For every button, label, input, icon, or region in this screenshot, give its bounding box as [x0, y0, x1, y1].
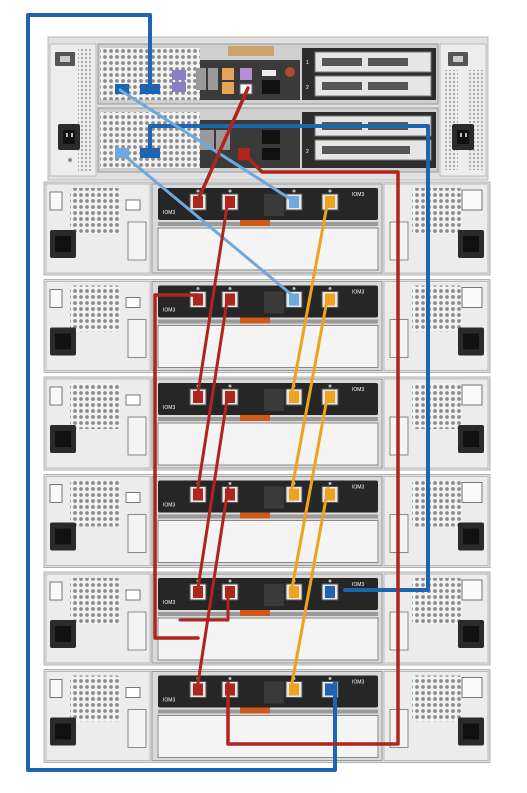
iom-label: IOM3: [352, 485, 364, 491]
right-ear-psu: [439, 43, 487, 177]
sas-cable-orange: [290, 293, 330, 490]
iom-label: IOM3: [352, 387, 364, 393]
power-supply-icon: [45, 378, 151, 469]
sas-cable-orange: [290, 391, 330, 590]
sas-cable-light-blue: [118, 150, 294, 297]
sas-cable-orange: [290, 198, 330, 395]
power-inlet-icon: [58, 124, 80, 150]
sas-cable-blue: [26, 13, 337, 772]
sas-cable-red: [153, 293, 200, 640]
controller-module-a: 1 2: [97, 43, 439, 105]
iom-label: IOM3: [163, 308, 175, 314]
power-supply-icon: [45, 476, 151, 566]
power-supply-icon: [45, 573, 151, 664]
iom-label: IOM3: [163, 698, 175, 704]
controller-chassis: 1 2 1 2: [47, 36, 489, 181]
sas-cable-red: [196, 293, 230, 490]
power-inlet-icon: [452, 124, 474, 150]
left-ear-psu: [49, 43, 97, 177]
controller-module-b: 1 2: [97, 107, 439, 173]
iom-label: IOM3: [352, 680, 364, 686]
sas-cable-blue: [148, 124, 430, 592]
sas-cable-orange: [290, 486, 330, 685]
iom-label: IOM3: [163, 210, 175, 216]
iom-label: IOM3: [352, 582, 364, 588]
sas-cable-light-blue: [118, 88, 294, 202]
power-supply-icon: [383, 281, 489, 371]
slot-label: 1: [306, 60, 309, 66]
sas-cable-red: [196, 86, 250, 202]
sas-cable-red: [178, 586, 230, 622]
sas-port-icon[interactable]: [115, 84, 129, 94]
disk-shelves: IOM3IOM3IOM3IOM3IOM3IOM3IOM3IOM3IOM3IOM3…: [43, 181, 491, 763]
slot-label: 2: [306, 149, 309, 155]
iom-label: IOM3: [352, 192, 364, 198]
sas-cable-red: [196, 391, 230, 590]
power-supply-icon: [45, 281, 151, 371]
iom-label: IOM3: [163, 405, 175, 411]
iom-label: IOM3: [163, 503, 175, 509]
sas-cable-red: [226, 152, 400, 746]
power-supply-icon: [383, 476, 489, 566]
power-supply-icon: [45, 671, 151, 761]
sas-cable-red: [196, 486, 230, 685]
power-supply-icon: [383, 671, 489, 761]
slot-label: 2: [306, 85, 309, 91]
iom-label: IOM3: [163, 600, 175, 606]
power-supply-icon: [383, 183, 489, 274]
power-supply-icon: [45, 183, 151, 274]
sas-cable-red: [196, 198, 230, 395]
iom-label: IOM3: [352, 290, 364, 296]
cables: [26, 13, 430, 772]
